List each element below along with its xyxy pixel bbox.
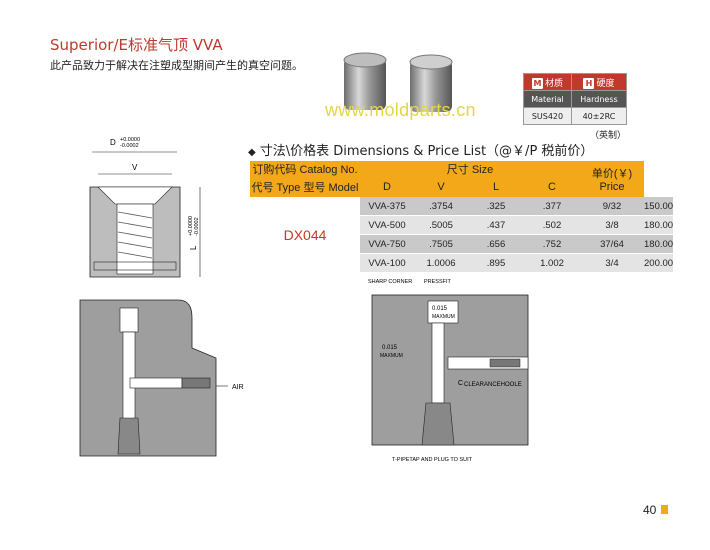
- cell-model: VVA-375: [360, 197, 414, 216]
- col-c-header: C: [524, 177, 580, 197]
- cell-c: 37/64: [580, 234, 644, 254]
- cell-price: 200.00: [644, 253, 674, 273]
- cylinder-left-top: [343, 52, 387, 68]
- page-subtitle: 此产品致力于解决在注塑成型期间产生的真空问题。: [50, 59, 303, 72]
- col-d-header: D: [360, 177, 414, 197]
- cell-l: 1.002: [524, 253, 580, 273]
- price-header: 单价(￥)Price: [580, 161, 644, 197]
- hardness-value: 40±2RC: [570, 107, 628, 125]
- cell-l: .502: [524, 215, 580, 235]
- gap-left-value: 0.015: [382, 345, 398, 351]
- l-tol-plus: +0.0000: [188, 216, 194, 236]
- cell-d: .7505: [414, 234, 468, 254]
- col-v-header: V: [414, 177, 468, 197]
- cell-c: 9/32: [580, 197, 644, 216]
- cell-v: .325: [468, 197, 524, 216]
- material-value: SUS420: [523, 107, 572, 125]
- dimensions-title: ◆寸法\价格表 Dimensions & Price List（@￥/P 税前价…: [248, 144, 594, 159]
- dimension-drawing: D +0.0000 -0.0002 V L +0.0000 -0.0002: [89, 137, 201, 278]
- cell-d: .3754: [414, 197, 468, 216]
- d-tol-plus: +0.0000: [120, 137, 140, 143]
- catalog-number: DX044: [250, 197, 360, 273]
- hardness-en: Hardness: [570, 90, 628, 108]
- product-photo: [343, 52, 453, 112]
- cell-v: .895: [468, 253, 524, 273]
- cell-model: VVA-500: [360, 215, 414, 235]
- cylinder-right-body: [410, 60, 452, 112]
- cell-l: .377: [524, 197, 580, 216]
- cell-model: VVA-750: [360, 234, 414, 254]
- pipe-note: T-PIPETAP AND PLUG TO SUIT: [392, 457, 473, 463]
- watermark: www.moldparts.cn: [325, 100, 476, 120]
- clearance-label: CLEARANCEHOOLE: [464, 382, 522, 388]
- bullet-triangle-icon: ◆: [248, 147, 256, 158]
- d-tol-minus: -0.0002: [120, 143, 139, 149]
- m-badge: M: [531, 77, 543, 89]
- gap-top-value: 0.015: [432, 306, 448, 312]
- order-code-header: 订购代码 Catalog No.: [250, 161, 360, 177]
- cell-c: 3/8: [580, 215, 644, 235]
- d-label: D: [110, 138, 116, 147]
- cell-v: .437: [468, 215, 524, 235]
- l-label: L: [189, 245, 198, 250]
- cell-d: .5005: [414, 215, 468, 235]
- h-badge: H: [583, 77, 595, 89]
- page-heading: Superior/E标准气顶 VVA: [50, 36, 223, 54]
- sharp-corner-label: SHARP CORNER: [368, 279, 412, 285]
- cell-price: 150.00: [644, 197, 674, 216]
- installation-drawing: SHARP CORNER PRESSFIT 0.015 MAXMUM 0.015…: [368, 279, 529, 463]
- pressfit-label: PRESSFIT: [424, 279, 452, 285]
- cell-l: .752: [524, 234, 580, 254]
- price-table: 订购代码 Catalog No. 尺寸 Size 单价(￥)Price 代号 T…: [250, 161, 674, 273]
- mold-section-drawing: AIR: [79, 299, 244, 457]
- cell-price: 180.00: [644, 234, 674, 254]
- col-l-header: L: [468, 177, 524, 197]
- page-marker: [661, 505, 668, 514]
- v-label: V: [132, 163, 138, 172]
- cylinder-right-top: [409, 54, 453, 70]
- l-tol-minus: -0.0002: [194, 217, 200, 236]
- type-header: 代号 Type 型号 Model: [250, 177, 360, 197]
- cell-model: VVA-100: [360, 253, 414, 273]
- material-en: Material: [523, 90, 572, 108]
- page-number: 40: [643, 503, 657, 517]
- gap-top-unit: MAXMUM: [432, 314, 455, 320]
- c-label: C: [458, 380, 463, 387]
- cell-v: .656: [468, 234, 524, 254]
- inch-note: （英制）: [590, 131, 627, 141]
- air-label: AIR: [232, 384, 244, 391]
- cell-d: 1.0006: [414, 253, 468, 273]
- cylinder-left-body: [344, 58, 386, 110]
- cell-price: 180.00: [644, 215, 674, 235]
- cell-c: 3/4: [580, 253, 644, 273]
- size-header: 尺寸 Size: [360, 161, 580, 177]
- gap-left-unit: MAXMUM: [380, 353, 403, 359]
